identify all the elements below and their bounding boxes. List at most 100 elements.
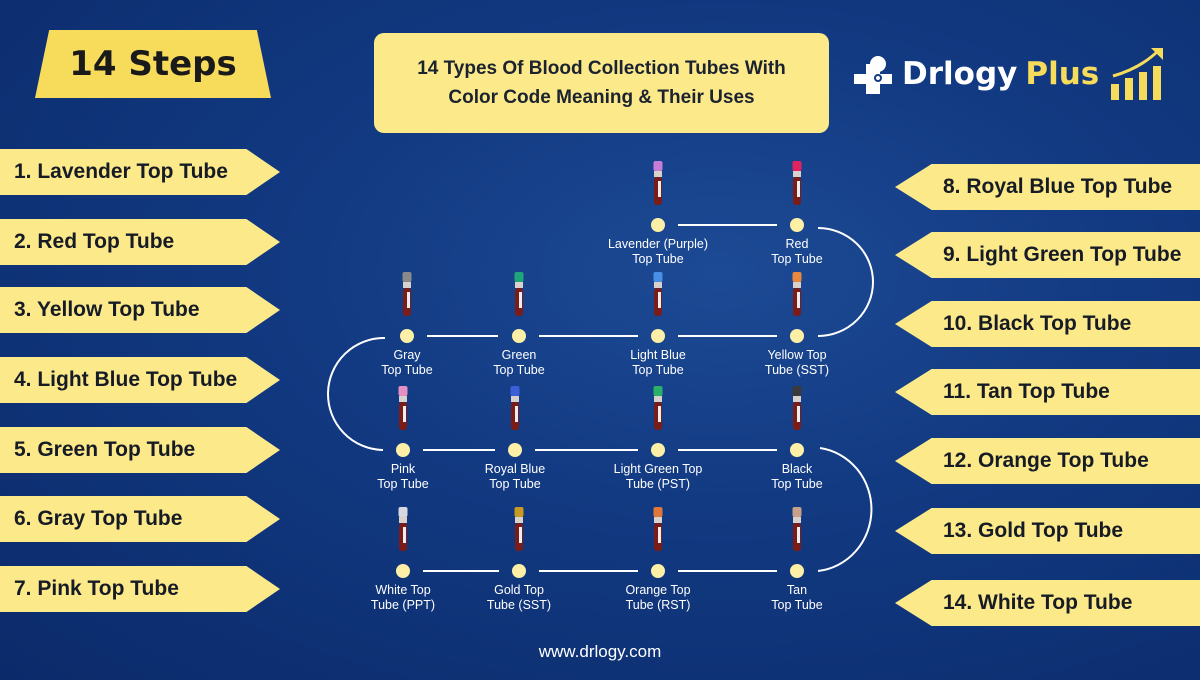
step-label: 4. Light Blue Top Tube: [14, 368, 238, 391]
blood-tube-icon: [792, 507, 802, 551]
node-dot: [651, 443, 665, 457]
blood-tube-icon: [792, 272, 802, 316]
title-line-1: 14 Types Of Blood Collection Tubes With: [417, 58, 786, 79]
tube-node: Green Top Tube: [493, 272, 545, 377]
step-arrow-right: 14. White Top Tube: [895, 580, 1200, 626]
node-label-line2: Top Tube: [489, 477, 540, 491]
tube-node: Gold Top Tube (SST): [487, 507, 551, 612]
blood-tube-icon: [398, 386, 408, 430]
tube-node: White Top Tube (PPT): [371, 507, 435, 612]
step-label: 1. Lavender Top Tube: [14, 160, 228, 183]
node-dot: [396, 564, 410, 578]
node-label-line2: Top Tube: [771, 252, 822, 266]
tube-node: Royal Blue Top Tube: [485, 386, 545, 491]
blood-tube-icon: [792, 161, 802, 205]
step-arrow-right: 10. Black Top Tube: [895, 301, 1200, 347]
node-dot: [790, 443, 804, 457]
node-label-line2: Top Tube: [771, 477, 822, 491]
blood-tube-icon: [653, 161, 663, 205]
blood-tube-icon: [510, 386, 520, 430]
step-label: 5. Green Top Tube: [14, 438, 196, 461]
node-label-line1: White Top: [375, 583, 430, 597]
logo-suffix: Plus: [1025, 56, 1100, 92]
node-dot: [400, 329, 414, 343]
step-label: 3. Yellow Top Tube: [14, 298, 200, 321]
tube-node: Light Blue Top Tube: [630, 272, 686, 377]
tube-node: Orange Top Tube (RST): [625, 507, 691, 612]
blood-tube-icon: [653, 507, 663, 551]
tube-node: Lavender (Purple) Top Tube: [608, 161, 708, 266]
step-label: 12. Orange Top Tube: [943, 449, 1149, 472]
page-title: 14 Types Of Blood Collection Tubes With …: [374, 33, 829, 133]
step-arrow-right: 8. Royal Blue Top Tube: [895, 164, 1200, 210]
blood-tube-icon: [653, 386, 663, 430]
node-dot: [790, 564, 804, 578]
step-arrow-right: 9. Light Green Top Tube: [895, 232, 1200, 278]
node-dot: [396, 443, 410, 457]
tube-node: Light Green Top Tube (PST): [614, 386, 703, 491]
node-label-line1: Green: [502, 348, 537, 362]
node-dot: [512, 329, 526, 343]
node-label-line1: Gray: [393, 348, 421, 362]
node-label-line2: Top Tube: [493, 363, 544, 377]
step-label: 10. Black Top Tube: [943, 312, 1132, 335]
node-label-line2: Top Tube: [381, 363, 432, 377]
growth-chart-icon: [1111, 48, 1164, 100]
node-label-line2: Tube (SST): [487, 598, 551, 612]
blood-tube-icon: [514, 272, 524, 316]
step-label: 7. Pink Top Tube: [14, 577, 179, 600]
step-label: 2. Red Top Tube: [14, 230, 175, 253]
node-dot: [651, 329, 665, 343]
step-label: 13. Gold Top Tube: [943, 519, 1124, 542]
node-dot: [790, 218, 804, 232]
step-arrow-left: 5. Green Top Tube: [0, 427, 280, 473]
node-label-line1: Yellow Top: [767, 348, 826, 362]
step-arrow-left: 7. Pink Top Tube: [0, 566, 280, 612]
node-dot: [651, 564, 665, 578]
connector-lines: [327, 224, 874, 572]
tube-node: Gray Top Tube: [381, 272, 433, 377]
tube-node: Black Top Tube: [771, 386, 823, 491]
node-dot: [790, 329, 804, 343]
step-arrow-right: 12. Orange Top Tube: [895, 438, 1200, 484]
step-arrow-left: 2. Red Top Tube: [0, 219, 280, 265]
node-label-line2: Tube (RST): [626, 598, 691, 612]
node-label-line2: Tube (PPT): [371, 598, 435, 612]
node-label-line1: Royal Blue: [485, 462, 545, 476]
node-label-line1: Pink: [391, 462, 416, 476]
step-arrow-left: 1. Lavender Top Tube: [0, 149, 280, 195]
node-label-line1: Orange Top: [625, 583, 690, 597]
tube-node: Tan Top Tube: [771, 507, 823, 612]
step-arrow-left: 4. Light Blue Top Tube: [0, 357, 280, 403]
node-label-line1: Light Blue: [630, 348, 686, 362]
node-label-line2: Tube (SST): [765, 363, 829, 377]
blood-tube-icon: [402, 272, 412, 316]
node-dot: [512, 564, 526, 578]
drlogy-logo: Drlogy Plus: [852, 44, 1167, 104]
node-label-line1: Tan: [787, 583, 807, 597]
node-label-line1: Red: [786, 237, 809, 251]
steps-badge: 14 Steps: [35, 30, 271, 98]
node-dot: [508, 443, 522, 457]
step-label: 6. Gray Top Tube: [14, 507, 183, 530]
step-arrow-right: 13. Gold Top Tube: [895, 508, 1200, 554]
logo-name: Drlogy: [902, 56, 1018, 92]
tube-node: Pink Top Tube: [377, 386, 429, 491]
node-label-line1: Lavender (Purple): [608, 237, 708, 251]
medical-cross-icon: [854, 56, 892, 94]
step-label: 8. Royal Blue Top Tube: [943, 175, 1173, 198]
node-label-line2: Top Tube: [632, 363, 683, 377]
title-line-2: Color Code Meaning & Their Uses: [448, 87, 755, 108]
step-label: 9. Light Green Top Tube: [943, 243, 1182, 266]
blood-tube-icon: [514, 507, 524, 551]
tube-node: Yellow Top Tube (SST): [765, 272, 829, 377]
step-label: 14. White Top Tube: [943, 591, 1133, 614]
node-label-line1: Light Green Top: [614, 462, 703, 476]
node-dot: [651, 218, 665, 232]
step-arrow-left: 6. Gray Top Tube: [0, 496, 280, 542]
node-label-line1: Gold Top: [494, 583, 544, 597]
step-arrow-left: 3. Yellow Top Tube: [0, 287, 280, 333]
node-label-line2: Top Tube: [771, 598, 822, 612]
footer-url: www.drlogy.com: [538, 642, 662, 661]
